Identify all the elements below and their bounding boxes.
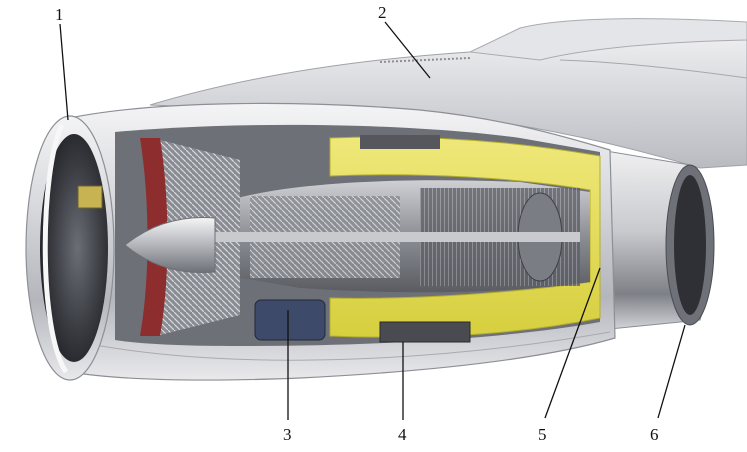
cutaway-section: [115, 124, 601, 346]
leader-line-2: [384, 21, 431, 79]
callout-6: 6: [650, 425, 659, 444]
spinner-cone: [124, 216, 216, 274]
callout-2: 2: [378, 3, 387, 22]
exhaust-nozzle: [599, 149, 715, 331]
callout-5: 5: [538, 425, 547, 444]
callout-3: 3: [283, 425, 292, 444]
bypass-duct: [329, 136, 601, 338]
callout-4: 4: [398, 425, 407, 444]
leader-line-1: [59, 23, 69, 121]
leader-line-5: [544, 267, 601, 419]
leader-line-6: [657, 324, 686, 419]
pylon: [149, 18, 747, 169]
callout-1: 1: [55, 5, 64, 24]
inlet: [25, 115, 115, 381]
